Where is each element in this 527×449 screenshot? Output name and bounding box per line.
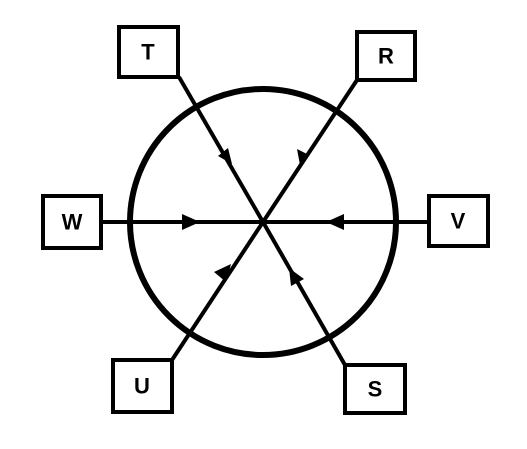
arrowhead-s (289, 268, 304, 286)
node-box-v (427, 194, 490, 248)
spokes (101, 75, 429, 366)
node-box-u (111, 358, 174, 414)
spoke-t (177, 75, 265, 224)
arrowhead-t (218, 148, 232, 164)
node-u: U (111, 358, 174, 414)
arrowhead-r (297, 149, 309, 165)
arrowhead-v (326, 214, 344, 230)
arrowhead-u (214, 264, 231, 282)
node-label-w: W (62, 210, 83, 235)
node-box-r (355, 30, 417, 82)
arrowhead-w (182, 214, 200, 230)
node-label-t: T (141, 40, 155, 65)
node-v: V (427, 194, 490, 248)
arrowheads (182, 148, 344, 286)
node-label-s: S (368, 377, 383, 402)
spoke-u (170, 220, 265, 362)
node-label-v: V (451, 209, 466, 234)
node-box-s (343, 363, 407, 415)
node-label-u: U (134, 374, 150, 399)
spoke-s (261, 221, 347, 366)
node-s: S (343, 363, 407, 415)
node-w: W (41, 194, 103, 250)
node-t: T (117, 25, 180, 79)
node-label-r: R (378, 44, 394, 69)
node-box-w (41, 194, 103, 250)
node-r: R (355, 30, 417, 82)
spoke-r (261, 75, 361, 224)
node-box-t (117, 25, 180, 79)
